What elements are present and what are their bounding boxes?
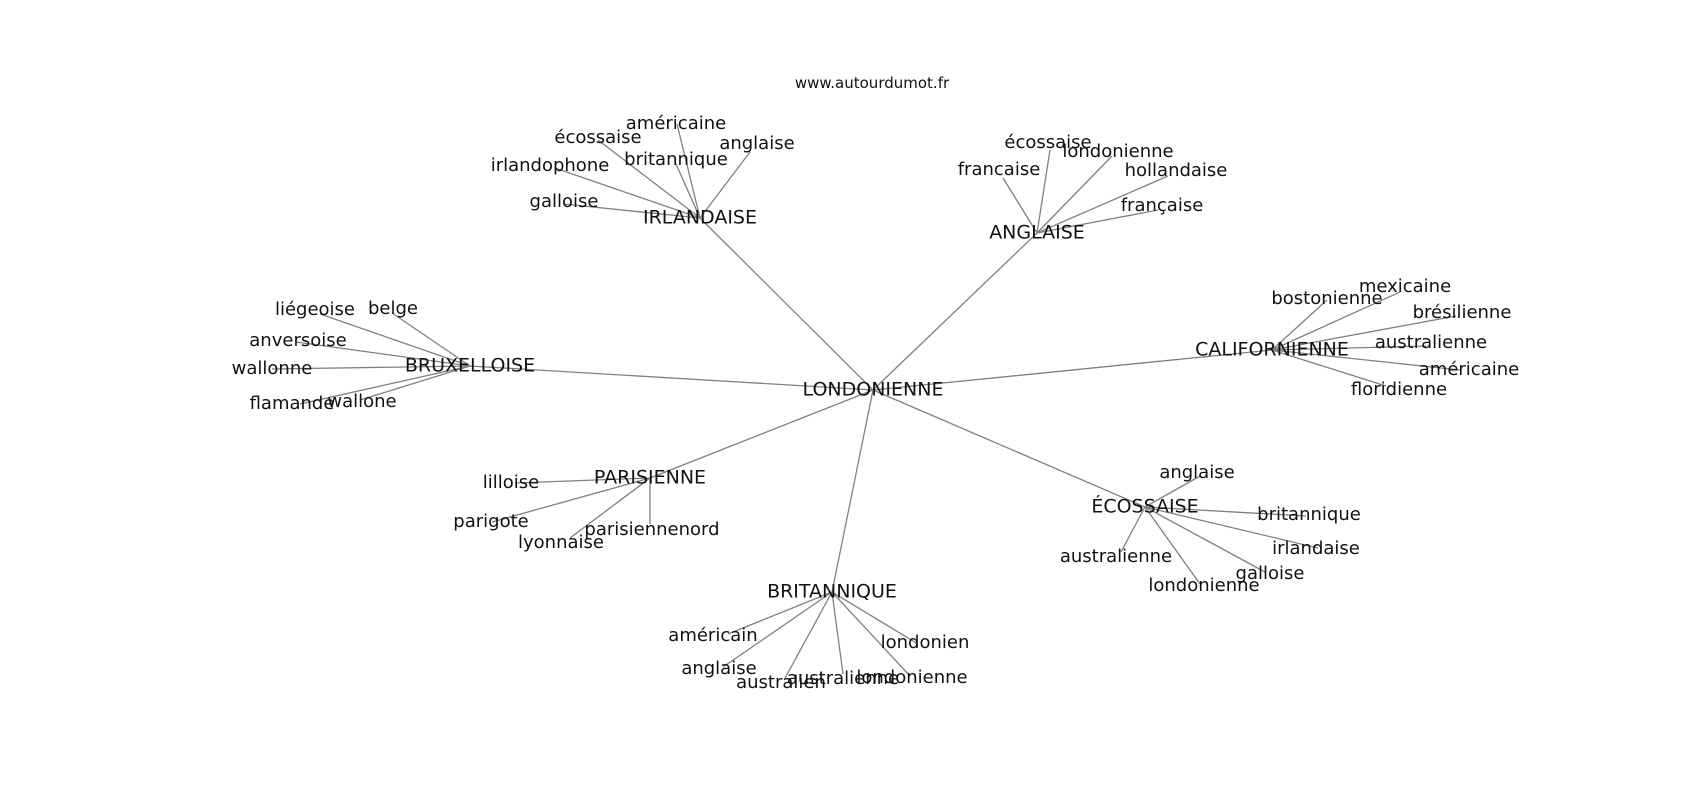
leaf-node-label: londonienne [856,667,967,688]
cluster-node-label-californienne: CALIFORNIENNE [1195,339,1349,361]
edge-parisienne-leaf [491,477,651,523]
leaf-node-label: irlandaise [1272,538,1360,559]
edge-britannique-leaf [727,591,833,635]
edge-center-ecossaise [872,389,1146,508]
leaf-node-label: écossaise [1004,132,1091,153]
leaf-node-label: écossaise [554,127,641,148]
edge-bruxelloise-leaf [271,365,471,370]
edge-center-irlandaise [699,217,874,391]
leaf-node-label: britannique [624,149,728,170]
leaf-node-label: wallonne [232,358,313,379]
leaf-node-label: australien [736,672,826,693]
graph-edges [271,123,1461,681]
leaf-node-label: anglaise [719,133,794,154]
leaf-node-label: australienne [1060,546,1172,567]
edge-irlandaise-leaf [563,203,701,219]
edge-center-anglaise [872,232,1038,391]
edge-irlandaise-leaf [554,167,701,219]
edge-californienne-leaf [1271,349,1387,387]
edge-center-parisienne [649,389,874,479]
leaf-node-label: mexicaine [1359,276,1451,297]
cluster-node-label-parisienne: PARISIENNE [594,467,706,489]
leaf-node-label: américaine [626,113,726,134]
edge-californienne-leaf [1271,349,1461,371]
edge-center-bruxelloise [469,365,874,391]
leaf-node-label: américain [668,625,757,646]
leaf-node-label: irlandophone [491,155,610,176]
cluster-node-label-ecossaise: ÉCOSSAISE [1091,495,1198,518]
edge-anglaise-leaf [1036,155,1113,234]
edge-californienne-leaf [1271,345,1427,351]
leaf-node-label: francaise [958,159,1041,180]
edge-anglaise-leaf [1036,175,1169,234]
leaf-node-label: wallone [327,391,396,412]
edge-bruxelloise-leaf [319,313,471,367]
leaf-node-label: parisiennenord [584,519,719,540]
edge-irlandaise-leaf [676,123,701,219]
edge-ecossaise-leaf [1120,506,1146,553]
leaf-node-label: galloise [1236,563,1305,584]
edge-anglaise-leaf [1036,149,1051,234]
leaf-node-label: australienne [1375,332,1487,353]
edge-britannique-leaf [831,591,911,677]
edge-californienne-leaf [1271,299,1328,351]
leaf-node-label: londonienne [1148,575,1259,596]
edge-anglaise-leaf [1036,209,1159,234]
leaf-node-label: américaine [1419,359,1519,380]
leaf-node-label: londonienne [1062,141,1173,162]
edge-bruxelloise-leaf [359,365,471,401]
edge-parisienne-leaf [569,477,651,539]
leaf-node-label: brésilienne [1413,302,1512,323]
edge-ecossaise-leaf [1144,506,1307,517]
edge-britannique-leaf [831,591,844,675]
leaf-node-label: anglaise [1159,462,1234,483]
edge-ecossaise-leaf [1144,506,1201,585]
leaf-node-label: lilloise [483,472,539,493]
edge-britannique-leaf [722,591,833,668]
edge-anglaise-leaf [1002,177,1038,234]
edge-britannique-leaf [783,591,833,681]
leaf-node-label: bostonienne [1271,288,1382,309]
edge-californienne-leaf [1271,315,1457,351]
edge-ecossaise-leaf [1144,506,1319,549]
leaf-node-label: britannique [1257,504,1361,525]
edge-bruxelloise-leaf [295,341,471,367]
edge-irlandaise-leaf [699,151,751,219]
leaf-node-label: belge [368,298,418,319]
edge-bruxelloise-leaf [391,312,471,367]
edge-irlandaise-leaf [597,139,701,219]
source-label: www.autourdumot.fr [795,74,950,92]
center-node-label: LONDONIENNE [803,379,944,401]
edge-center-californienne [872,349,1273,391]
leaf-node-label: anglaise [681,658,756,679]
edge-californienne-leaf [1271,291,1401,351]
leaf-node-label: française [1121,195,1204,216]
leaf-node-label: anversoise [249,330,346,351]
leaf-node-label: parigote [453,511,528,532]
cluster-node-label-anglaise: ANGLAISE [989,222,1085,244]
edge-center-britannique [831,389,874,593]
edge-bruxelloise-leaf [299,365,471,405]
leaf-node-label: galloise [530,191,599,212]
edge-britannique-leaf [831,591,919,645]
edge-parisienne-leaf [514,477,651,484]
leaf-node-label: liégeoise [275,299,355,320]
edge-ecossaise-leaf [1144,506,1266,573]
cluster-node-label-britannique: BRITANNIQUE [767,581,897,603]
leaf-node-label: lyonnaise [518,532,604,553]
cluster-node-label-bruxelloise: BRUXELLOISE [405,355,535,377]
leaf-node-label: flamande [250,393,335,414]
edge-irlandaise-leaf [675,163,701,219]
leaf-node-label: londonien [881,632,970,653]
leaf-node-label: australienne [787,668,899,689]
leaf-node-label: hollandaise [1125,160,1228,181]
cluster-node-label-irlandaise: IRLANDAISE [643,207,757,229]
leaf-node-label: floridienne [1351,379,1447,400]
graph-nodes: LONDONIENNEIRLANDAISEaméricaineécossaise… [232,113,1520,693]
edge-ecossaise-leaf [1144,475,1201,508]
